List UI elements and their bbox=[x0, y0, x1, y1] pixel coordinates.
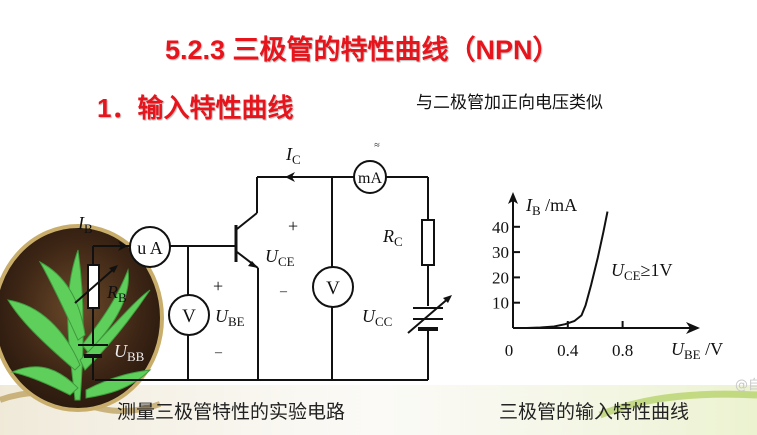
ube-label: UBE bbox=[215, 306, 245, 329]
ib-label: IB bbox=[77, 213, 93, 236]
x-tick-label: 0 bbox=[505, 341, 514, 360]
rb-label: RB bbox=[106, 282, 127, 305]
circuit-wires bbox=[92, 176, 429, 381]
milliammeter-label: mA bbox=[358, 170, 382, 187]
ib-direction-arrow-icon bbox=[118, 241, 128, 251]
rc-label: RC bbox=[382, 226, 403, 249]
y-tick-label: 20 bbox=[492, 268, 509, 287]
section-heading: 1．输入特性曲线 bbox=[97, 93, 294, 123]
voltmeter-uce-label: V bbox=[326, 278, 340, 299]
ubb-label: UBB bbox=[114, 341, 145, 364]
curve-annotation: UCE≥1V bbox=[611, 260, 673, 283]
plant-medallion-image bbox=[0, 224, 164, 412]
y-tick-label: 30 bbox=[492, 243, 509, 262]
x-axis-arrow-icon bbox=[686, 322, 700, 334]
y-axis-arrow-icon bbox=[508, 192, 518, 204]
voltmeter-uce: V bbox=[312, 266, 354, 308]
watermark: @自 bbox=[734, 378, 757, 393]
voltmeter-ube: V bbox=[168, 294, 210, 336]
ac-dc-symbol: ≈ bbox=[374, 140, 380, 151]
uce-plus-sign: + bbox=[288, 216, 298, 236]
x-axis-label: UBE /V bbox=[671, 339, 723, 362]
section-note: 与二极管加正向电压类似 bbox=[416, 93, 603, 113]
circuit-labels: IB IC RB RC UCE UBE UCC UBB + – + – bbox=[77, 144, 403, 364]
chart-caption: 三极管的输入特性曲线 bbox=[499, 401, 690, 423]
rb-variable-arrow bbox=[74, 266, 117, 304]
microammeter-label: u A bbox=[137, 238, 163, 258]
ube-plus-sign: + bbox=[213, 276, 223, 296]
emitter-arrow-icon bbox=[248, 261, 258, 268]
y-axis-label: IB /mA bbox=[525, 195, 577, 218]
resistor-rc bbox=[421, 219, 435, 266]
y-tick-label: 10 bbox=[492, 294, 509, 313]
voltmeter-ube-label: V bbox=[182, 306, 196, 327]
battery-ucc bbox=[407, 295, 452, 334]
battery-ubb bbox=[78, 344, 108, 358]
ic-direction-arrow-icon bbox=[285, 172, 295, 182]
rb-arrow-head-icon bbox=[109, 265, 118, 273]
ube-minus-sign: – bbox=[214, 345, 223, 360]
y-tick-label: 40 bbox=[492, 218, 509, 237]
x-tick-label: 0.4 bbox=[557, 341, 579, 360]
curve-series-line bbox=[526, 211, 609, 329]
uce-minus-sign: – bbox=[279, 284, 288, 299]
slide-title: 5.2.3 三极管的特性曲线（NPN） bbox=[165, 35, 560, 65]
ucc-label: UCC bbox=[362, 306, 392, 329]
ornament-right bbox=[598, 390, 757, 419]
uce-label: UCE bbox=[265, 246, 295, 269]
microammeter: u A bbox=[129, 226, 171, 268]
input-characteristic-chart: 10 20 30 40 0 0.4 0.8 IB /mA UBE /V UCE≥1V bbox=[492, 192, 723, 362]
milliammeter: mA ≈ bbox=[353, 140, 387, 194]
ic-label: IC bbox=[285, 144, 301, 167]
x-tick-label: 0.8 bbox=[612, 341, 633, 360]
circuit-caption: 测量三极管特性的实验电路 bbox=[117, 401, 346, 423]
